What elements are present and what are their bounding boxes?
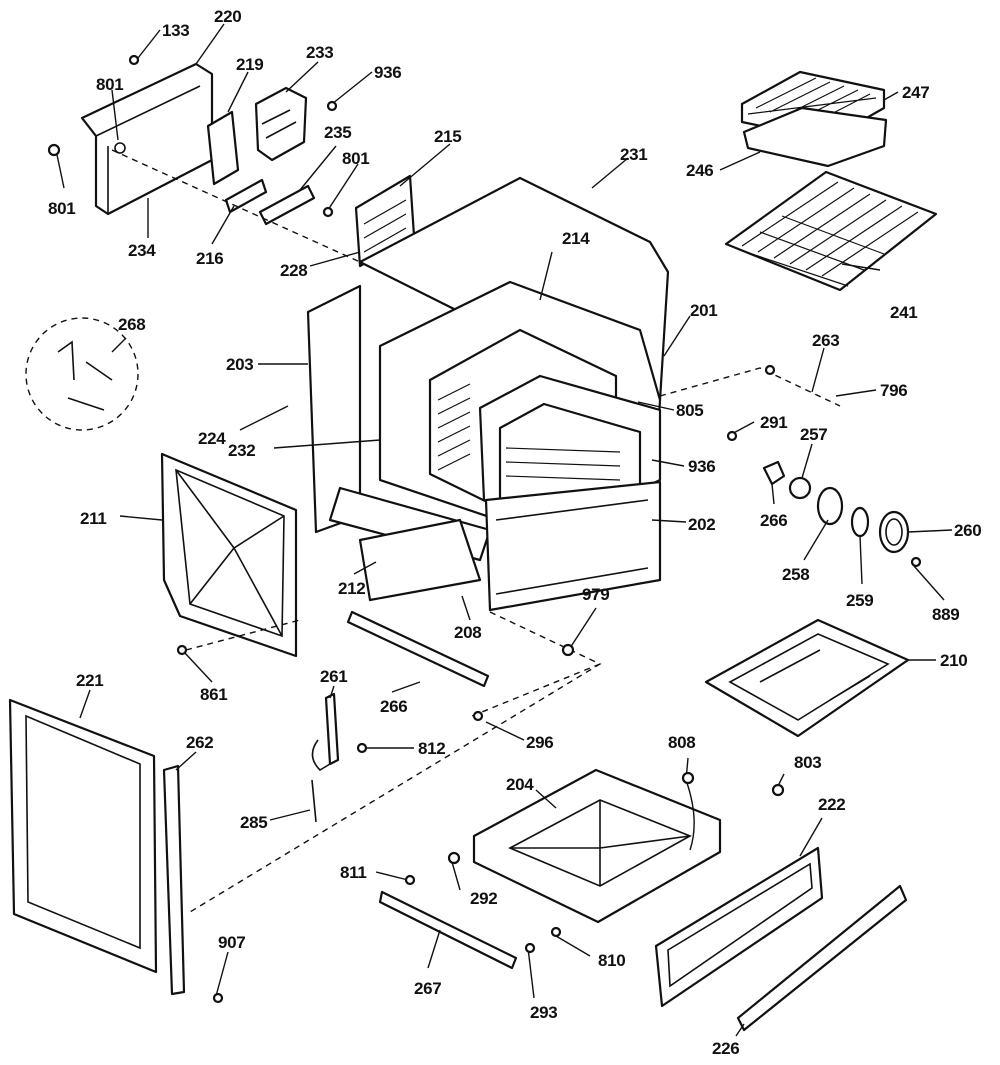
part-label-296: 296 <box>526 733 553 752</box>
part-label-257: 257 <box>800 425 827 444</box>
part-label-263: 263 <box>812 331 839 350</box>
part-label-224: 224 <box>198 429 226 448</box>
trim-235 <box>258 184 316 226</box>
rail-266 <box>346 610 490 688</box>
rack-guide-line <box>659 367 841 407</box>
bracket-216 <box>224 178 268 214</box>
assembly-line-top <box>111 149 361 263</box>
lower-frame-202 <box>484 480 662 612</box>
part-label-805: 805 <box>676 401 703 420</box>
switch-233 <box>254 86 308 162</box>
part-label-202: 202 <box>688 515 715 534</box>
part-label-285: 285 <box>240 813 267 832</box>
broil-pan-246 <box>742 106 888 168</box>
control-panel-back <box>80 62 214 216</box>
part-label-889: 889 <box>932 605 959 624</box>
drawer-204 <box>472 768 722 924</box>
part-label-216: 216 <box>196 249 223 268</box>
door-221 <box>8 698 158 974</box>
part-label-234: 234 <box>128 241 156 260</box>
part-label-246: 246 <box>686 161 713 180</box>
control-bracket-219 <box>206 110 240 186</box>
leader-lines <box>55 23 953 1037</box>
part-label-235: 235 <box>324 123 351 142</box>
part-label-226: 226 <box>712 1039 739 1058</box>
part-label-796: 796 <box>880 381 907 400</box>
part-label-936: 936 <box>374 63 401 82</box>
part-label-232: 232 <box>228 441 255 460</box>
oven-body <box>306 176 670 612</box>
part-label-208: 208 <box>454 623 481 642</box>
knob-257 <box>788 476 812 500</box>
part-label-233: 233 <box>306 43 333 62</box>
part-label-228: 228 <box>280 261 307 280</box>
knob-assembly <box>762 460 910 554</box>
part-label-241: 241 <box>890 303 917 322</box>
part-label-936: 936 <box>688 457 715 476</box>
bezel-260 <box>878 510 910 554</box>
part-label-222: 222 <box>818 795 845 814</box>
part-label-201: 201 <box>690 301 717 320</box>
part-label-212: 212 <box>338 579 365 598</box>
part-label-247: 247 <box>902 83 929 102</box>
part-label-262: 262 <box>186 733 213 752</box>
part-label-291: 291 <box>760 413 787 432</box>
drawer-front-222 <box>654 846 824 1008</box>
part-label-215: 215 <box>434 127 461 146</box>
door-liner-211 <box>160 452 298 658</box>
part-label-907: 907 <box>218 933 245 952</box>
part-label-210: 210 <box>940 651 967 670</box>
part-label-293: 293 <box>530 1003 557 1022</box>
part-label-808: 808 <box>668 733 695 752</box>
part-label-803: 803 <box>794 753 821 772</box>
part-label-220: 220 <box>214 7 241 26</box>
part-label-267: 267 <box>414 979 441 998</box>
part-label-979: 979 <box>582 585 609 604</box>
part-labels: 133 220 219 233 936 247 801 235 801 215 … <box>48 7 982 1058</box>
part-label-211: 211 <box>80 509 107 528</box>
hinge-262 <box>162 764 186 996</box>
part-label-260: 260 <box>954 521 981 540</box>
ring-259 <box>850 506 870 538</box>
part-label-214: 214 <box>562 229 590 248</box>
part-label-812: 812 <box>418 739 445 758</box>
infinite-switch-266 <box>762 460 786 486</box>
part-label-261: 261 <box>320 667 347 686</box>
part-label-266b: 266 <box>380 697 407 716</box>
part-label-801: 801 <box>342 149 369 168</box>
part-label-221: 221 <box>76 671 103 690</box>
part-label-801: 801 <box>48 199 75 218</box>
hinge-261 <box>311 692 340 823</box>
burner-box-210 <box>704 618 910 738</box>
oven-rack-241 <box>724 170 938 292</box>
part-label-801: 801 <box>96 75 123 94</box>
part-label-810: 810 <box>598 951 625 970</box>
part-label-292: 292 <box>470 889 497 908</box>
part-label-204: 204 <box>506 775 534 794</box>
part-label-268: 268 <box>118 315 145 334</box>
part-label-258: 258 <box>782 565 809 584</box>
part-label-266: 266 <box>760 511 787 530</box>
inset-detail-268 <box>25 317 139 431</box>
rail-267 <box>378 890 518 970</box>
part-label-133: 133 <box>162 21 189 40</box>
part-label-811: 811 <box>340 863 367 882</box>
assembly-lines <box>185 611 602 913</box>
part-label-259: 259 <box>846 591 873 610</box>
part-label-203: 203 <box>226 355 253 374</box>
part-label-861: 861 <box>200 685 227 704</box>
part-label-231: 231 <box>620 145 647 164</box>
fasteners <box>47 54 922 1004</box>
bake-element-212 <box>358 518 482 602</box>
knob-258 <box>816 486 844 526</box>
part-label-219: 219 <box>236 55 263 74</box>
